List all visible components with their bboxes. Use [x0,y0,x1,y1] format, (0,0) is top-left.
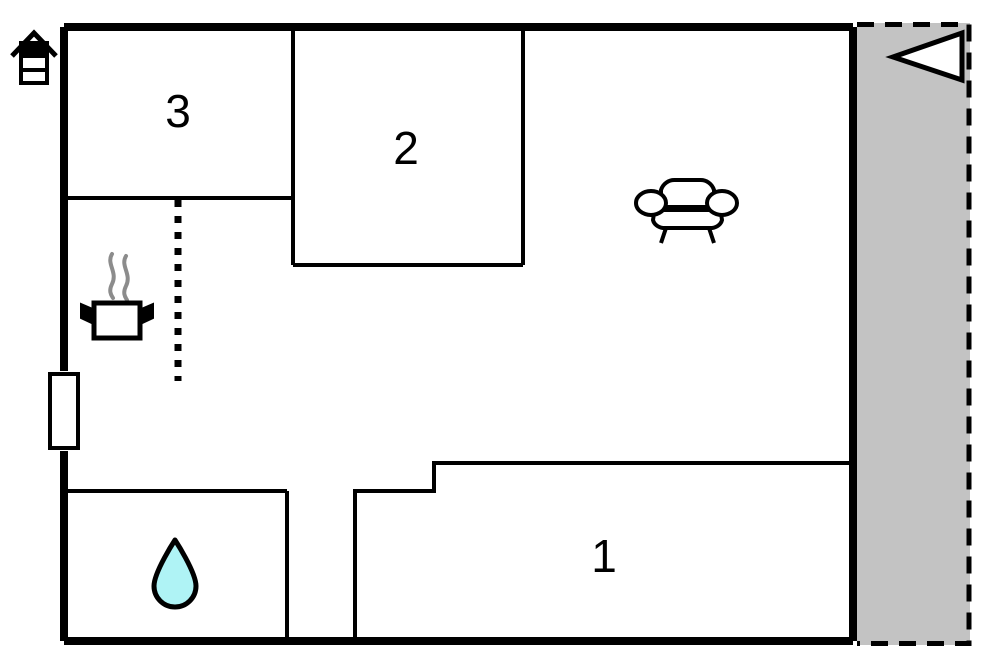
sofa-arm-right [705,189,739,217]
door-left-wall[interactable] [48,372,80,450]
house-north-icon [10,29,58,85]
sofa-seat [650,205,725,230]
terrace-dashed-boundary [857,22,972,646]
sofa-arm-left [634,189,668,217]
room-label-1: 1 [591,530,617,582]
exterior-walls [60,23,857,645]
left-triangle-marker-icon [885,29,965,84]
sofa-leg-right [707,227,716,244]
sofa-leg-left [659,227,668,244]
room-label-3: 3 [165,85,191,137]
water-drop-icon [151,537,199,610]
steam-wisp-left [108,252,116,300]
pot-body [91,300,143,341]
interior-walls [62,25,857,645]
wall-room1-stepped [353,461,857,645]
cooking-pot-icon [80,252,154,341]
sofa-icon [634,178,739,244]
room-label-2: 2 [393,122,419,174]
terrace-fill [857,23,970,645]
building-interior-fill [60,23,857,645]
terrace-area [857,22,972,646]
steam-wisp-right [122,254,130,302]
sofa-backrest [659,178,716,212]
house-band-filled [20,42,48,58]
